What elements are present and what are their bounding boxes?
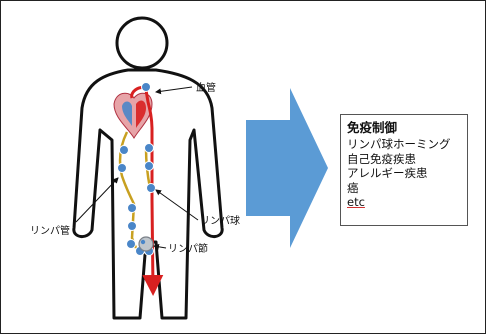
head-outline — [115, 16, 169, 70]
box-item-allergy: アレルギー疾患 — [347, 166, 428, 180]
torso-outline — [72, 68, 224, 320]
leader-blood-vessel — [155, 86, 193, 95]
lymphocyte-dot — [127, 203, 137, 213]
leader-lymph-vessel — [75, 177, 119, 223]
lymph-node-icon — [138, 236, 154, 252]
box-item-autoimmune: 自己免疫疾患 — [347, 151, 416, 166]
leader-lines — [75, 86, 199, 250]
label-blood-vessel: 血管 — [196, 81, 216, 94]
lymphocyte-dot — [127, 221, 137, 231]
immune-control-box: 免疫制御 リンパ球ホーミング 自己免疫疾患 アレルギー疾患 癌 etc — [340, 114, 468, 226]
lymphocyte-dot — [144, 143, 154, 153]
lymphocyte-dots — [117, 82, 156, 256]
human-body-outline — [72, 16, 224, 320]
lymphocyte-dot — [144, 161, 154, 171]
label-lymphocyte: リンパ球 — [200, 214, 240, 227]
lymphocyte-dot — [146, 183, 156, 193]
box-title: 免疫制御 — [347, 120, 398, 135]
box-item-etc: etc — [347, 195, 365, 209]
leader-lymphocyte — [155, 189, 199, 221]
leader-lymph-node — [153, 243, 167, 250]
lymphocyte-dot — [119, 145, 129, 155]
box-item-cancer: 癌 — [347, 180, 359, 195]
box-item-homing: リンパ球ホーミング — [347, 137, 451, 151]
label-lymph-node: リンパ節 — [168, 242, 208, 255]
lymphocyte-dot — [117, 163, 127, 173]
lymphocyte-dot — [126, 239, 136, 249]
heart-illustration — [113, 92, 153, 139]
blood-vessel-path — [142, 89, 164, 296]
label-lymph-vessel: リンパ管 — [30, 224, 70, 237]
lymphocyte-dot — [141, 82, 151, 92]
big-right-arrow — [246, 88, 328, 248]
